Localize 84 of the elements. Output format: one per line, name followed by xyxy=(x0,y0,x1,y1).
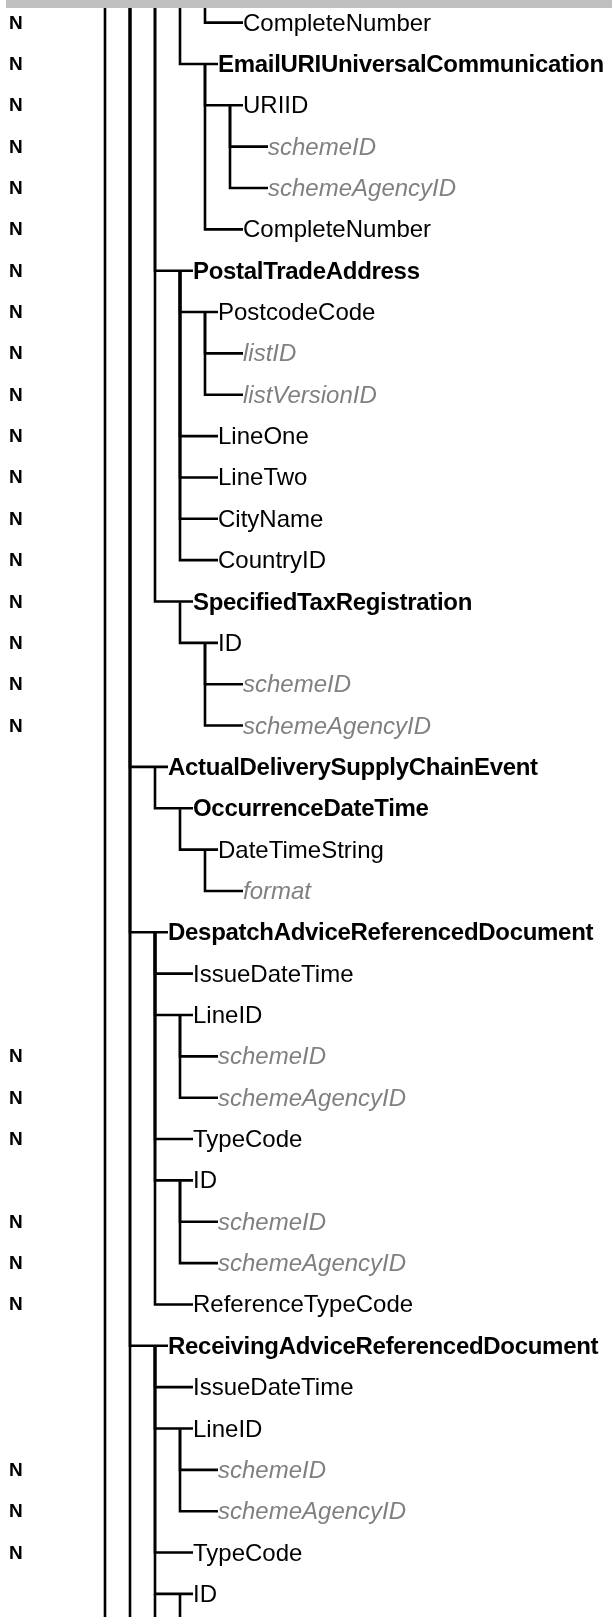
flag-letter: N xyxy=(9,1085,23,1110)
element-name: PostalTradeAddress xyxy=(193,256,420,285)
attribute-name: schemeID xyxy=(268,132,377,161)
field-name: DateTimeString xyxy=(218,835,384,864)
tree-connector xyxy=(178,602,218,645)
flag-letter: N xyxy=(9,630,23,655)
flag-letter: N xyxy=(9,1457,23,1482)
field-name: LineID xyxy=(193,1414,263,1443)
flag-letter: N xyxy=(9,258,23,283)
flag-letter: N xyxy=(9,713,23,738)
tree-connector xyxy=(153,933,193,1306)
tree-connector xyxy=(153,8,193,603)
tree-connector xyxy=(178,1429,218,1513)
attribute-name: schemeID xyxy=(218,1207,327,1236)
flag-letter: N xyxy=(9,424,23,449)
field-name: URIID xyxy=(243,91,309,120)
flag-letter: N xyxy=(9,548,23,573)
attribute-name: schemeID xyxy=(218,1042,327,1071)
tree-connector xyxy=(153,767,193,810)
field-name: LineID xyxy=(193,1001,263,1029)
tree-connector xyxy=(178,1594,182,1617)
field-name: LineTwo xyxy=(218,463,308,492)
field-name: ID xyxy=(193,1166,217,1195)
tree-connector xyxy=(203,643,243,727)
tree-connector xyxy=(203,8,243,24)
flag-letter: N xyxy=(9,382,23,407)
flag-letter: N xyxy=(9,465,23,490)
tree-connector xyxy=(153,1346,193,1596)
attribute-name: listVersionID xyxy=(243,380,377,409)
flag-letter: N xyxy=(9,1127,23,1152)
flag-letter: N xyxy=(9,1292,23,1317)
tree-connector xyxy=(178,8,218,66)
attribute-name: schemeAgencyID xyxy=(218,1083,407,1112)
flag-letter: N xyxy=(9,341,23,366)
field-name: CompleteNumber xyxy=(243,215,432,244)
field-name: LineOne xyxy=(218,422,309,451)
element-name: EmailURIUniversalCommunication xyxy=(218,49,604,78)
element-name: OccurrenceDateTime xyxy=(193,794,429,823)
flag-letter: N xyxy=(9,1540,23,1565)
attribute-name: schemeAgencyID xyxy=(268,174,457,202)
flag-letter: N xyxy=(9,1499,23,1524)
attribute-name: format xyxy=(243,876,311,905)
field-name: ID xyxy=(193,1579,217,1608)
attribute-name: schemeID xyxy=(218,1455,327,1484)
flag-letter: N xyxy=(9,506,23,531)
attribute-name: listID xyxy=(243,339,297,368)
flag-letter: N xyxy=(9,134,23,159)
field-name: TypeCode xyxy=(193,1125,303,1154)
tree-connector xyxy=(178,1181,218,1265)
flag-letter: N xyxy=(9,589,23,614)
attribute-name: schemeID xyxy=(243,670,352,699)
attribute-name: schemeAgencyID xyxy=(243,711,432,740)
element-name: ReceivingAdviceReferencedDocument xyxy=(168,1331,599,1360)
tree-connector xyxy=(128,8,168,1348)
flag-letter: N xyxy=(9,1251,23,1276)
element-name: ActualDeliverySupplyChainEvent xyxy=(168,752,538,781)
flag-letter: N xyxy=(9,51,23,76)
flag-letter: N xyxy=(9,672,23,697)
tree-connector xyxy=(203,850,243,893)
tree-connector xyxy=(228,106,268,190)
flag-letter: N xyxy=(9,217,23,242)
field-name: ReferenceTypeCode xyxy=(193,1290,414,1319)
tree-connector xyxy=(203,64,243,231)
field-name: IssueDateTime xyxy=(193,1373,354,1402)
attribute-name: schemeAgencyID xyxy=(218,1249,407,1278)
element-name: SpecifiedTaxRegistration xyxy=(193,587,473,616)
flag-letter: N xyxy=(9,176,23,200)
element-name: DespatchAdviceReferencedDocument xyxy=(168,918,594,947)
field-name: CityName xyxy=(218,504,324,533)
flag-letter: N xyxy=(9,1044,23,1069)
flag-letter: N xyxy=(9,300,23,325)
tree-connector xyxy=(178,1016,218,1099)
tree-connector xyxy=(203,313,243,397)
flag-letter: N xyxy=(9,93,23,118)
field-name: IssueDateTime xyxy=(193,959,354,988)
flag-letter: N xyxy=(9,1209,23,1234)
field-name: PostcodeCode xyxy=(218,298,376,327)
tree-connector xyxy=(178,809,218,851)
flag-letter: N xyxy=(9,10,23,35)
field-name: CompleteNumber xyxy=(243,8,432,37)
attribute-name: schemeAgencyID xyxy=(218,1497,407,1526)
field-name: ID xyxy=(218,628,242,657)
field-name: CountryID xyxy=(218,546,327,575)
field-name: TypeCode xyxy=(193,1538,303,1567)
